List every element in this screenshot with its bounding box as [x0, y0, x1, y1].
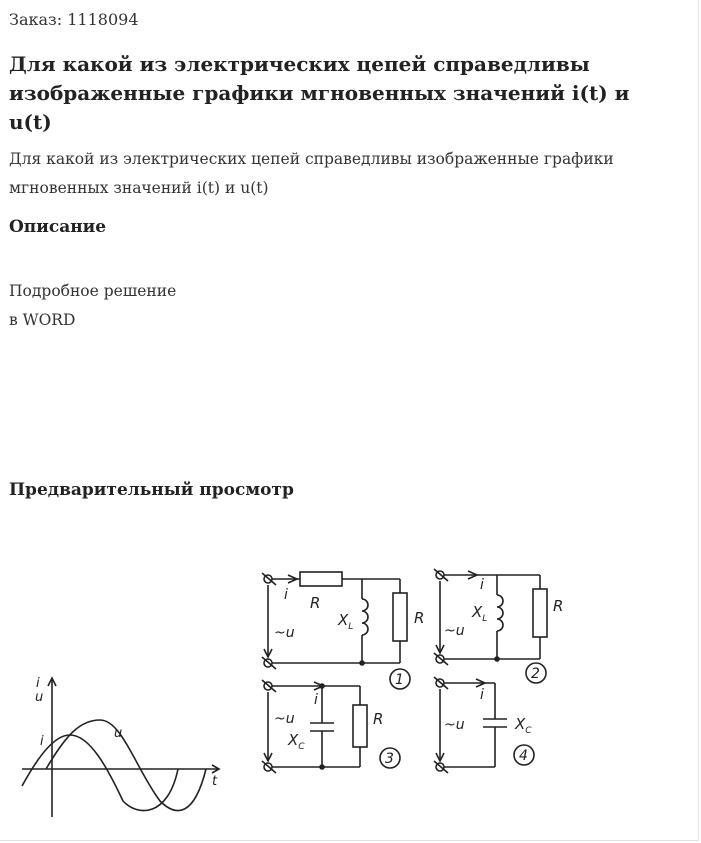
label-capacitor: XC [287, 731, 305, 752]
description-heading: Описание [9, 217, 107, 237]
circuit-number-circle [389, 668, 411, 690]
label-resistor-parallel: R [414, 609, 424, 627]
label-resistor-parallel: R [553, 597, 563, 615]
page-title: Для какой из электрических цепей справед… [9, 52, 630, 134]
circuit-number: 3 [385, 751, 394, 767]
inductor [496, 594, 504, 632]
resistor-series [299, 571, 343, 587]
label-current: i [480, 687, 484, 703]
voltage-arrow [435, 752, 445, 763]
label-capacitor: XC [514, 715, 532, 736]
circuit-number: 4 [519, 748, 528, 764]
label-inductor: XL [337, 611, 353, 632]
current-arrow [467, 570, 479, 580]
circuit-1 [261, 571, 411, 690]
circuit-number: 1 [395, 672, 404, 688]
circuit-number-circle [379, 747, 401, 769]
axis-label-t: t [212, 774, 218, 789]
axis-label-i: i [36, 676, 40, 691]
voltage-arrow [263, 752, 273, 763]
waveform-graph [21, 676, 221, 817]
label-source: ~u [444, 717, 465, 733]
curve-label-u: u [114, 726, 122, 741]
circuit-2 [433, 568, 548, 684]
circuit-number: 2 [531, 666, 540, 682]
label-source: ~u [444, 623, 465, 639]
current-arrow [287, 574, 299, 584]
description-line-1: Подробное решение [9, 282, 177, 300]
preview-image: i u t i u i R XL R ~u 1 i XL R ~u 2 i [10, 555, 580, 825]
label-resistor-series: R [310, 594, 320, 612]
inductor [361, 598, 369, 636]
label-current: i [314, 692, 318, 708]
circuit-4 [433, 676, 535, 774]
label-inductor: XL [471, 603, 487, 624]
resistor-parallel [392, 592, 408, 642]
current-arrow [475, 678, 487, 688]
current-curve [21, 734, 179, 812]
label-current: i [480, 577, 484, 593]
resistor-parallel [532, 588, 548, 638]
description-line-2: в WORD [9, 311, 76, 329]
label-source: ~u [274, 625, 295, 641]
label-source: ~u [274, 711, 295, 727]
resistor-parallel [352, 704, 368, 748]
iu-axis-arrow [47, 676, 57, 687]
circuit-number-circle [513, 744, 535, 766]
task-question: Для какой из электрических цепей справед… [9, 150, 614, 197]
t-axis-arrow [211, 764, 221, 774]
curve-label-i: i [40, 734, 44, 749]
circuit-figure: i u t i u i R XL R ~u 1 i XL R ~u 2 i [21, 568, 563, 817]
preview-heading: Предварительный просмотр [9, 480, 294, 500]
circuit-3 [261, 679, 401, 774]
voltage-curve [45, 719, 207, 812]
label-resistor-parallel: R [373, 710, 383, 728]
voltage-arrow [263, 648, 273, 659]
circuit-number-circle [525, 662, 547, 684]
voltage-arrow [435, 644, 445, 655]
axis-label-u: u [35, 690, 43, 705]
order-number: Заказ: 1118094 [9, 10, 139, 29]
label-current: i [284, 587, 288, 603]
